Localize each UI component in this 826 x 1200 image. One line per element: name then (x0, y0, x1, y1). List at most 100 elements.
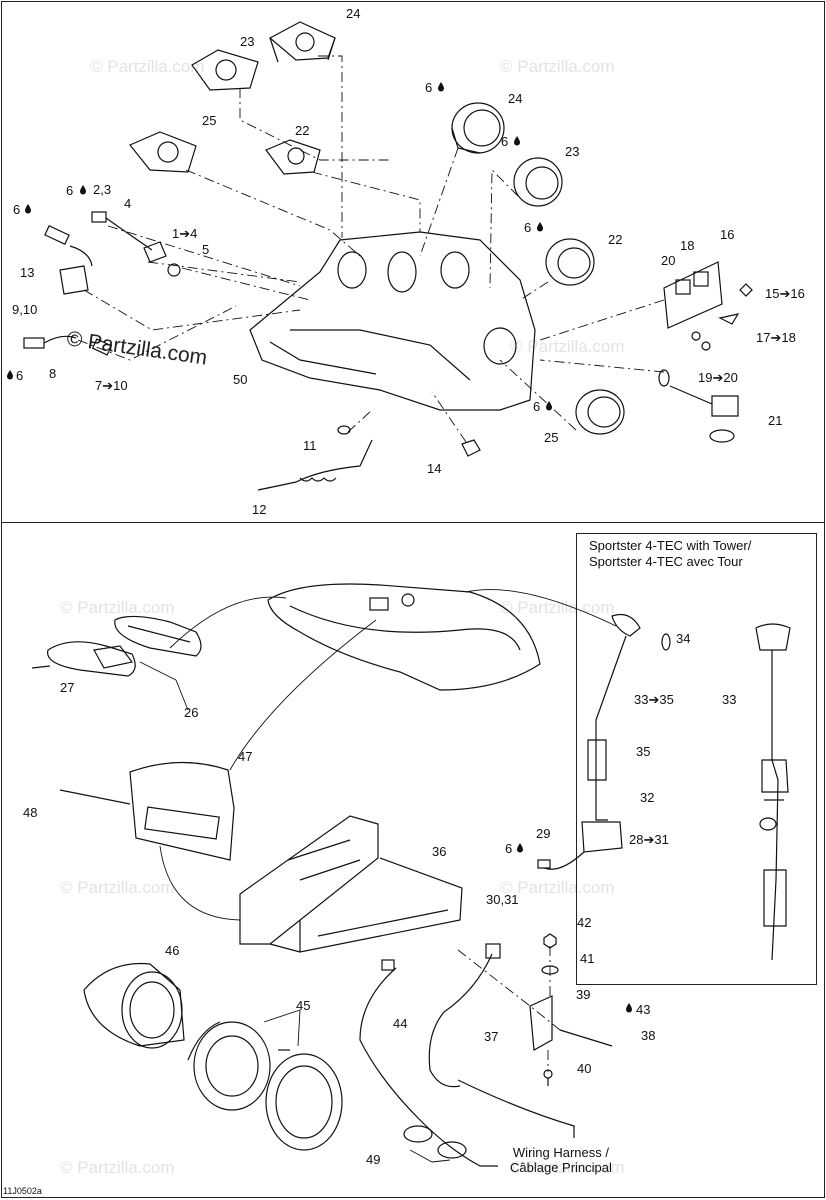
callout-30-31: 30,31 (486, 892, 519, 907)
boat-hull (267, 583, 541, 691)
callout-15-16: 15➔16 (765, 286, 805, 301)
callout-25: 25 (202, 113, 216, 128)
callout-21: 21 (768, 413, 782, 428)
callout-6: 6 (501, 134, 508, 149)
socket-21 (658, 369, 739, 443)
callout-28-31: 28➔31 (629, 832, 669, 847)
watermark: © Partzilla.com (500, 57, 615, 76)
drop-icon (438, 82, 444, 92)
callout-5: 5 (202, 242, 209, 257)
bottom-leaders (139, 589, 617, 1163)
callout-24: 24 (508, 91, 522, 106)
callout-6: 6 (524, 220, 531, 235)
watermark: © Partzilla.com (510, 337, 625, 356)
callout-2-3: 2,3 (93, 182, 111, 197)
console-body (249, 231, 536, 411)
callout-32: 32 (640, 790, 654, 805)
callout-23: 23 (565, 144, 579, 159)
bolt-38 (559, 1029, 613, 1047)
callout-26: 26 (184, 705, 198, 720)
tower-light (537, 613, 671, 870)
inset-title-line2: Sportster 4-TEC avec Tour (589, 554, 743, 569)
callout-36: 36 (432, 844, 446, 859)
callout-24: 24 (346, 6, 360, 21)
connector-7-10 (91, 338, 113, 356)
watermark-main: © Partzilla.com (65, 327, 208, 369)
gauge-housing-23 (191, 49, 259, 91)
callout-17-18: 17➔18 (756, 330, 796, 345)
callout-42: 42 (577, 915, 591, 930)
radio-cover-47 (59, 761, 235, 861)
callout-34: 34 (676, 631, 690, 646)
speaker-46 (83, 962, 185, 1049)
callout-41: 41 (580, 951, 594, 966)
cable-12 (257, 425, 373, 491)
drop-icon (537, 222, 543, 232)
cable-ties-49 (403, 1125, 467, 1159)
callout-50: 50 (233, 372, 247, 387)
callout-22: 22 (608, 232, 622, 247)
connector-9-10 (23, 335, 77, 349)
section-divider (1, 522, 825, 523)
inset-pole-33 (755, 623, 791, 961)
callout-23: 23 (240, 34, 254, 49)
callout-8: 8 (49, 366, 56, 381)
connector-2-3 (91, 211, 153, 251)
screw-40 (543, 1069, 553, 1086)
drop-icon (7, 370, 13, 380)
callout-33-35: 33➔35 (634, 692, 674, 707)
callout-44: 44 (393, 1016, 407, 1031)
cap-14 (461, 439, 481, 457)
watermark: © Partzilla.com (500, 878, 615, 897)
callout-4: 4 (124, 196, 131, 211)
drawing-code: 11J0502a (3, 1186, 42, 1196)
callout-7-10: 7➔10 (95, 378, 128, 393)
callout-6: 6 (13, 202, 20, 217)
callout-48: 48 (23, 805, 37, 820)
sensor-1-4 (143, 241, 181, 277)
callout-27: 27 (60, 680, 74, 695)
wiring-harness-line2: Câblage Principal (510, 1160, 612, 1175)
grille-27 (31, 641, 136, 677)
callout-29: 29 (536, 826, 550, 841)
fuse-holder-6 (44, 225, 93, 267)
callout-33: 33 (722, 692, 736, 707)
callout-6: 6 (533, 399, 540, 414)
buzzer-13 (59, 265, 89, 295)
bracket-39 (529, 995, 553, 1051)
callout-47: 47 (238, 749, 252, 764)
gauge-housing-25 (129, 131, 197, 173)
watermark: © Partzilla.com (510, 1158, 625, 1177)
callout-46: 46 (165, 943, 179, 958)
inset-title: Sportster 4-TEC with Tower/ Sportster 4-… (589, 538, 751, 570)
callout-20: 20 (661, 253, 675, 268)
callout-6: 6 (66, 183, 73, 198)
callout-6: 6 (505, 841, 512, 856)
watermark: © Partzilla.com (60, 878, 175, 897)
bottom-dashed-leaders (457, 946, 561, 1072)
stereo-36 (239, 815, 463, 971)
callout-9-10: 9,10 (12, 302, 37, 317)
drop-icon (546, 401, 552, 411)
callout-22: 22 (295, 123, 309, 138)
speaker-45 (187, 1021, 290, 1111)
inset-box (576, 533, 817, 985)
gauge-25 (575, 389, 625, 435)
bottom-section-parts (31, 583, 791, 1167)
callout-35: 35 (636, 744, 650, 759)
drop-icon (514, 136, 520, 146)
cable-44 (359, 967, 498, 1167)
gauge-22 (545, 238, 595, 286)
callout-25: 25 (544, 430, 558, 445)
top-leaders (77, 55, 665, 443)
drop-icon (517, 843, 523, 853)
watermark: © Partzilla.com (90, 57, 205, 76)
gauge-housing-24 (268, 21, 336, 63)
drop-icon (80, 185, 86, 195)
drop-icon (25, 204, 31, 214)
callout-45: 45 (296, 998, 310, 1013)
callout-labels: 24 23 25 22 6 24 6 23 6 22 6 25 6 2,3 4 … (12, 6, 805, 1167)
callout-37: 37 (484, 1029, 498, 1044)
